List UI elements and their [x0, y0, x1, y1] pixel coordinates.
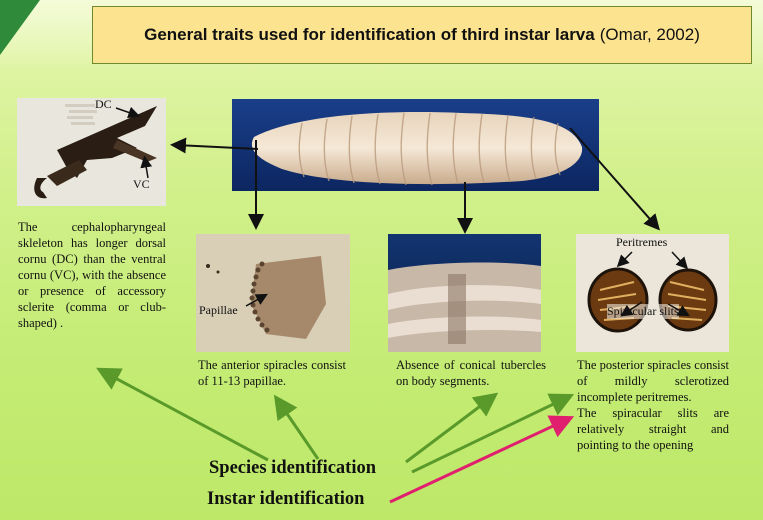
anterior-spiracle-photo: Papillae [196, 234, 350, 352]
species-arrow-skeleton [96, 367, 269, 462]
species-arrow-posterior [411, 393, 575, 474]
skeleton-photo: DC VC [17, 98, 166, 206]
corner-decoration [0, 0, 40, 55]
title-main: General traits used for identification o… [144, 25, 595, 44]
vc-pointer [140, 155, 153, 179]
tubercles-caption: Absence of conical tubercles on body seg… [396, 357, 546, 389]
instar-identification-label: Instar identification [207, 489, 365, 509]
larva-photo [232, 99, 599, 191]
species-arrow-tubercles [405, 392, 499, 464]
papillae-pointer [245, 293, 268, 307]
title-box: General traits used for identification o… [92, 6, 752, 64]
arrow-to-skeleton [170, 137, 259, 154]
peritremes-label: Peritremes [616, 235, 668, 249]
tubercles-caption-text: Absence of conical tubercles on body seg… [396, 358, 546, 388]
anterior-caption: The anterior spiracles consist of 11-13 … [198, 357, 346, 389]
posterior-caption-text-2: The spiracular slits are relatively stra… [577, 406, 729, 452]
species-identification-label: Species identification [209, 458, 377, 478]
dc-pointer [115, 106, 141, 119]
body-segment-photo [388, 234, 541, 352]
posterior-caption-text-1: The posterior spiracles consist of mildl… [577, 358, 729, 404]
peritreme-pointer-right [671, 251, 689, 270]
posterior-spiracle-photo: Peritremes Spiracular slits [576, 234, 729, 352]
papillae-label: Papillae [199, 303, 238, 317]
peritreme-pointer-left [616, 251, 633, 268]
title-citation: (Omar, 2002) [599, 25, 700, 44]
anterior-caption-text: The anterior spiracles consist of 11-13 … [198, 358, 346, 388]
skeleton-caption: The cephalopharyngeal skleleton has long… [18, 219, 166, 331]
posterior-caption: The posterior spiracles consist of mildl… [577, 357, 729, 453]
dc-label: DC [95, 98, 112, 111]
skeleton-caption-text: The cephalopharyngeal skleleton has long… [18, 220, 166, 330]
instar-arrow-posterior [389, 415, 575, 504]
vc-label: VC [133, 177, 150, 191]
slit-pointer-left [620, 301, 643, 317]
species-arrow-anterior [273, 394, 320, 460]
slit-pointer-right [667, 303, 690, 317]
arrow-to-posterior [569, 127, 660, 231]
